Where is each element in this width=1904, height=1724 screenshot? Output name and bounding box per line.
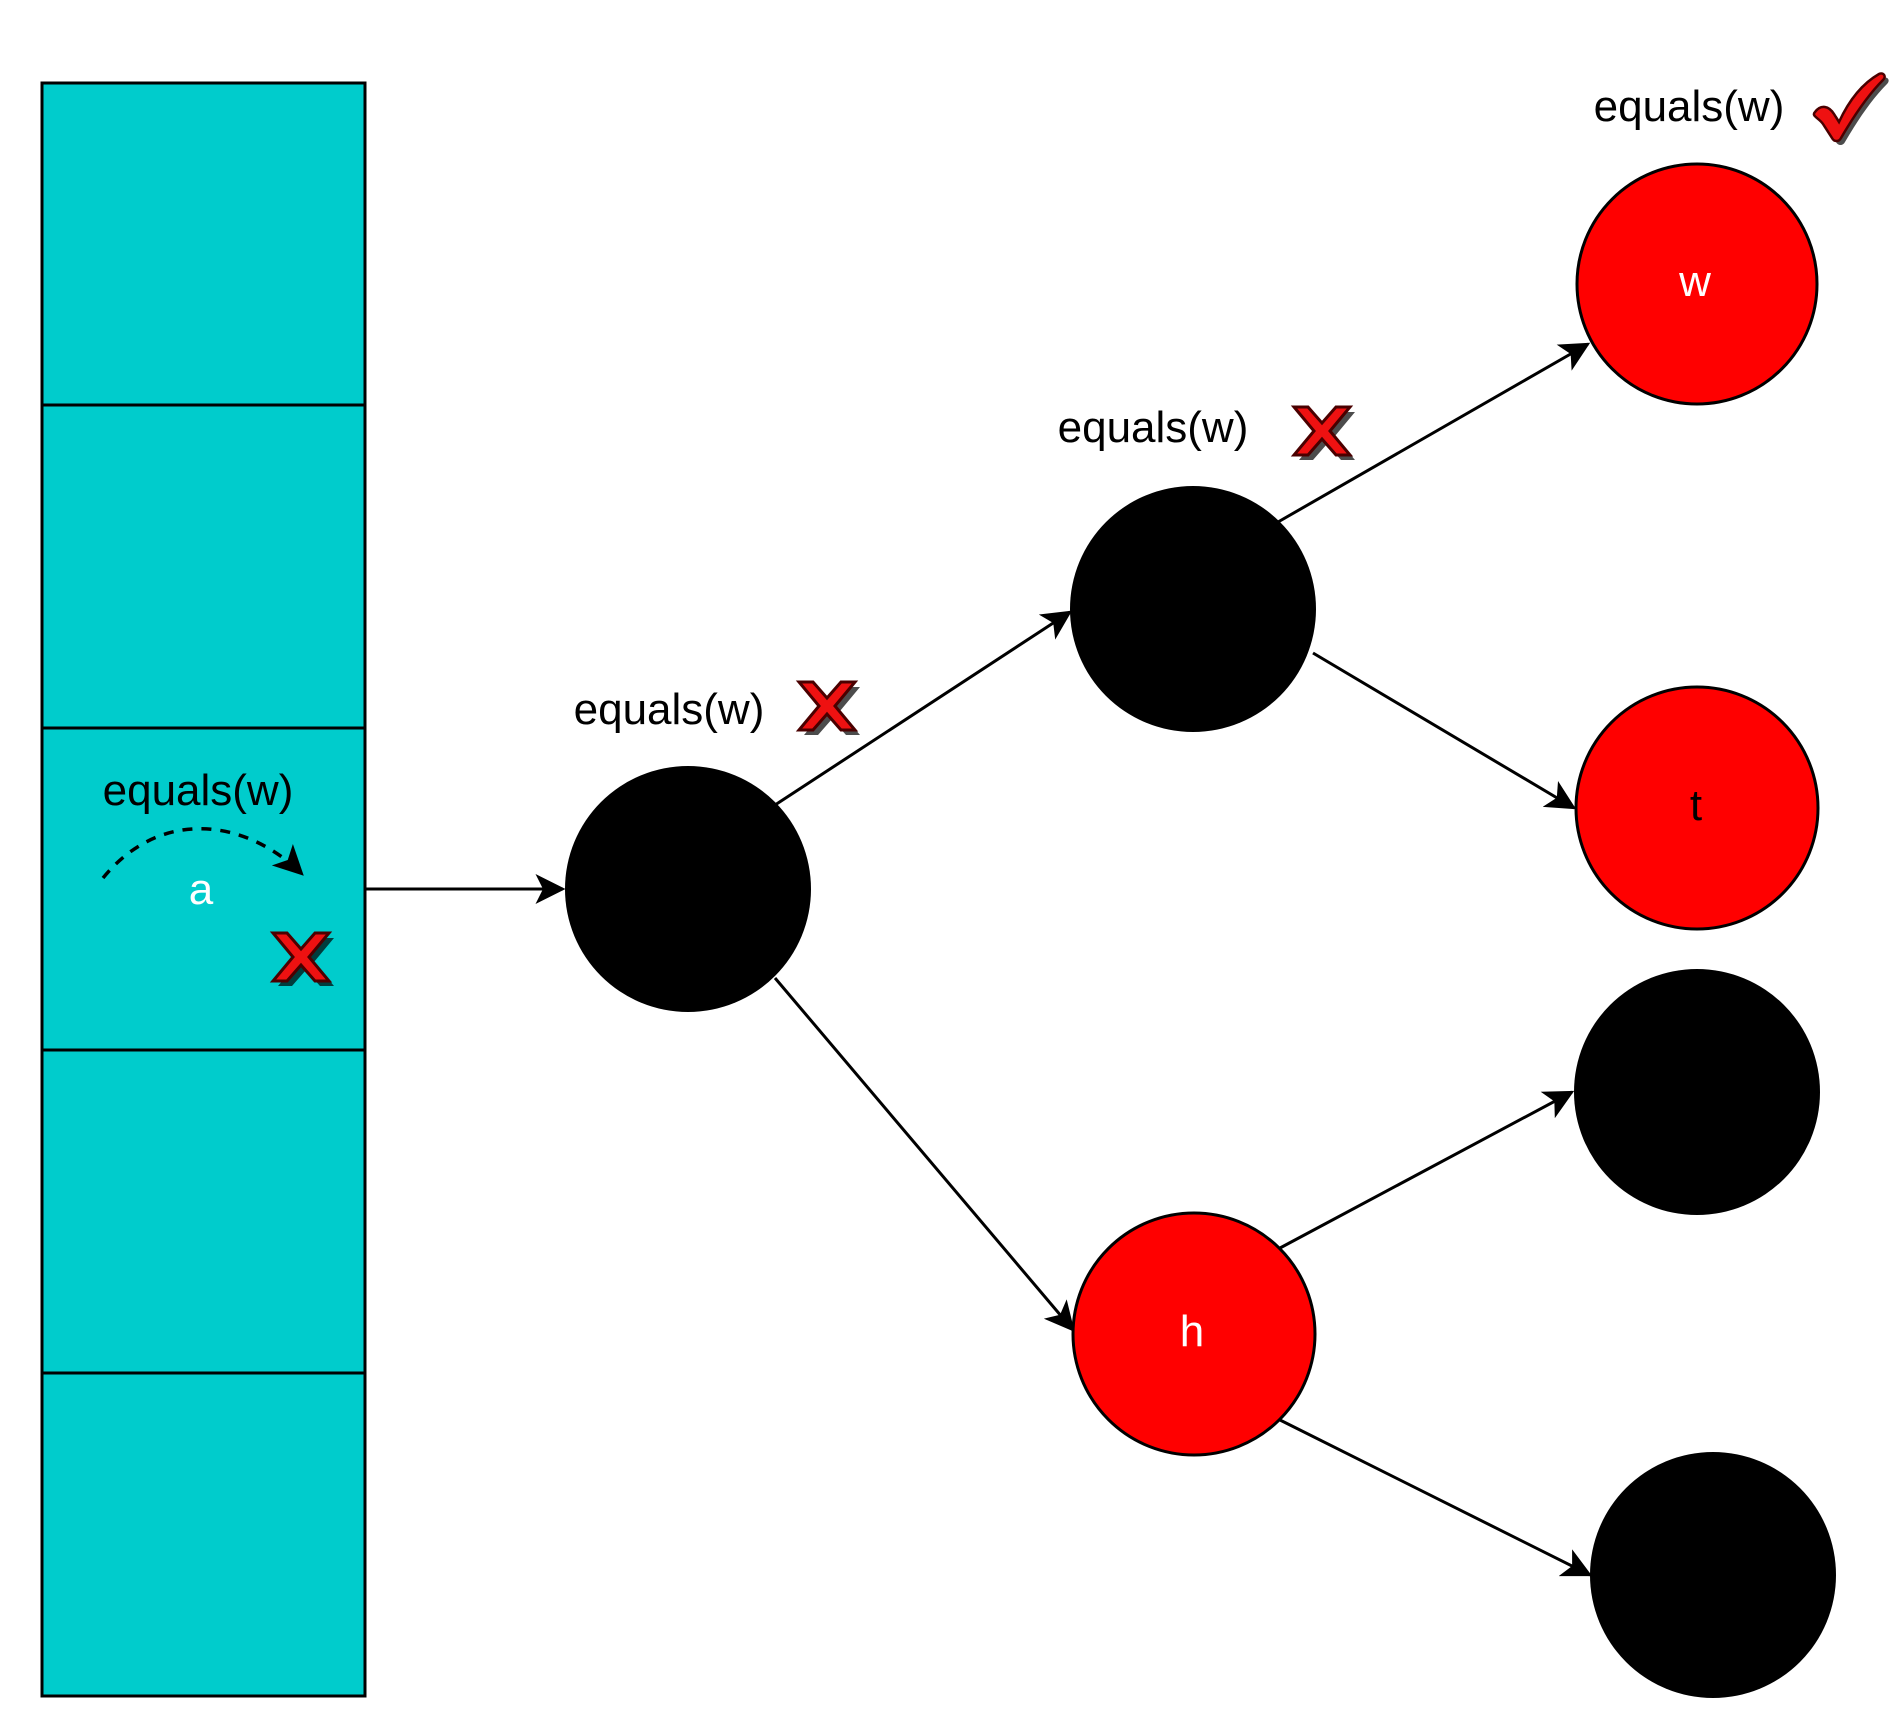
bucket-dashed-arrow [101, 827, 304, 880]
edge-lower-to-leaf-3 [1279, 1090, 1575, 1250]
node-leaf-t-label: t [1690, 781, 1702, 830]
node-upper-child [1070, 486, 1316, 732]
bucket-1 [40, 403, 367, 730]
hash-table: equals(w) a [40, 81, 367, 1698]
node-lower-child [1071, 1211, 1317, 1457]
tree-nodes: h w t [565, 162, 1836, 1698]
node-leaf-t [1574, 685, 1820, 931]
node-root [565, 766, 811, 1012]
comparison-leaf-w-text: equals(w) [1594, 82, 1785, 131]
node-leaf-3 [1574, 969, 1820, 1215]
bucket-4 [40, 1371, 367, 1698]
node-leaf-w-label: w [1678, 257, 1711, 306]
checkmark-icon [1812, 72, 1889, 145]
edge-upper-to-leaf-w [1277, 342, 1591, 524]
edge-root-to-upper-child [774, 610, 1073, 807]
comparison-root: equals(w) [574, 680, 860, 735]
comparison-root-text: equals(w) [574, 685, 765, 734]
bucket-key-label: a [189, 865, 214, 914]
cross-icon [797, 680, 860, 735]
comparison-leaf-w: equals(w) [1594, 72, 1889, 145]
comparison-upper-child: equals(w) [1058, 403, 1355, 460]
node-leaf-w [1575, 162, 1819, 406]
cross-icon [1292, 405, 1355, 460]
bucket-comparison-label: equals(w) [103, 766, 294, 815]
bucket-2-active [40, 726, 367, 1052]
edge-upper-to-leaf-t [1312, 651, 1577, 810]
node-lower-child-label: h [1180, 1307, 1204, 1356]
node-leaf-4 [1590, 1452, 1836, 1698]
edge-lower-to-leaf-4 [1279, 1418, 1593, 1577]
bucket-3 [40, 1048, 367, 1375]
comparison-upper-child-text: equals(w) [1058, 403, 1249, 452]
edge-root-to-lower-child [773, 977, 1075, 1332]
bucket-0 [40, 81, 367, 407]
edges [365, 342, 1593, 1577]
